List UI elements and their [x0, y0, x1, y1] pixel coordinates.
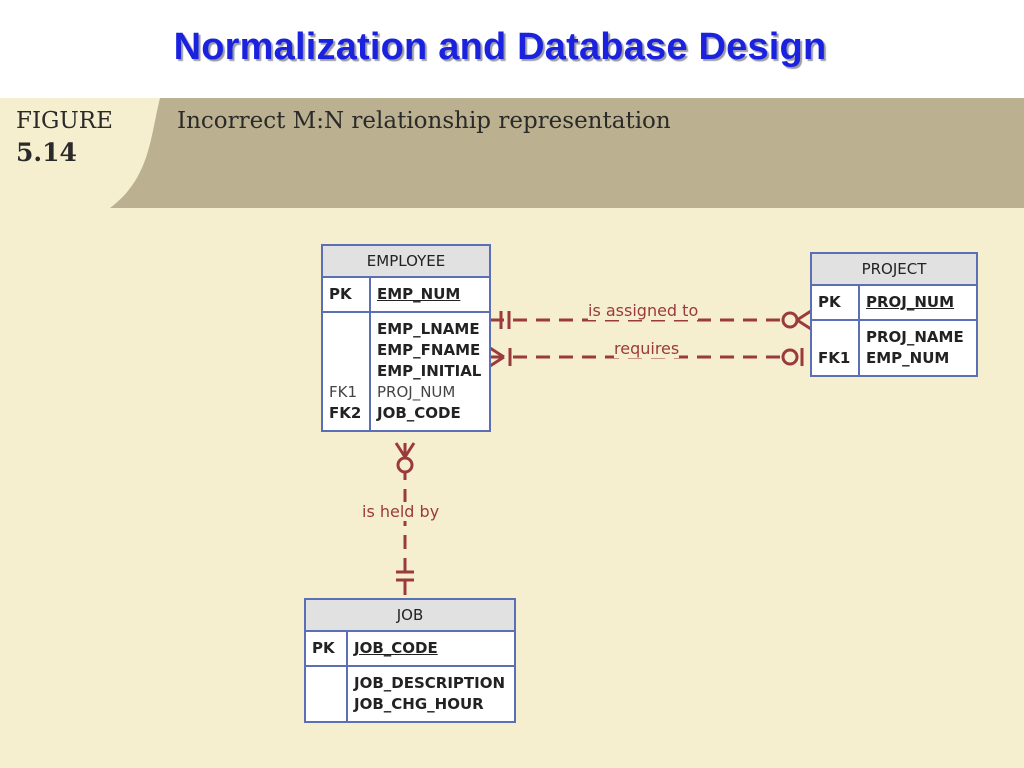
- entity-name: EMPLOYEE: [323, 246, 489, 278]
- attribute: JOB_DESCRIPTION: [354, 674, 506, 692]
- figure-caption: Incorrect M:N relationship representatio…: [177, 108, 671, 134]
- relationship-label-requires: requires: [614, 339, 680, 358]
- entity-pk-row: PK PROJ_NUM: [812, 286, 976, 321]
- attribute: PROJ_NUM: [377, 383, 456, 401]
- attribute: JOB_CODE: [377, 404, 461, 422]
- figure-label: FIGURE: [16, 108, 113, 134]
- entity-attr-row: FK1 FK2 EMP_LNAME EMP_FNAME EMP_INITIAL …: [323, 313, 489, 430]
- figure-label-tab: [0, 98, 160, 208]
- pk-attribute: PROJ_NUM: [866, 293, 955, 311]
- attribute: PROJ_NAME: [866, 328, 964, 346]
- relationship-label-held: is held by: [362, 502, 440, 521]
- fk-label: FK1: [329, 383, 358, 401]
- slide-title: Normalization and Database Design: [173, 26, 827, 68]
- fk-label: FK2: [329, 404, 362, 422]
- attribute: EMP_FNAME: [377, 341, 481, 359]
- pk-label: PK: [329, 285, 352, 303]
- figure-number: 5.14: [16, 138, 77, 167]
- fk-label: FK1: [818, 349, 851, 367]
- attribute: EMP_NUM: [866, 349, 950, 367]
- entity-employee: EMPLOYEE PK EMP_NUM FK1 FK2 EMP_LNAME EM…: [321, 244, 491, 432]
- entity-pk-row: PK EMP_NUM: [323, 278, 489, 313]
- attribute: EMP_LNAME: [377, 320, 480, 338]
- entity-name: PROJECT: [812, 254, 976, 286]
- entity-attr-row: JOB_DESCRIPTION JOB_CHG_HOUR: [306, 667, 514, 721]
- entity-pk-row: PK JOB_CODE: [306, 632, 514, 667]
- pk-attribute: JOB_CODE: [354, 639, 438, 657]
- pk-label: PK: [312, 639, 335, 657]
- entity-attr-row: FK1 PROJ_NAME EMP_NUM: [812, 321, 976, 375]
- attribute: JOB_CHG_HOUR: [354, 695, 484, 713]
- entity-project: PROJECT PK PROJ_NUM FK1 PROJ_NAME EMP_NU…: [810, 252, 978, 377]
- pk-label: PK: [818, 293, 841, 311]
- relationship-label-assigned: is assigned to: [588, 301, 699, 320]
- entity-name: JOB: [306, 600, 514, 632]
- figure-panel: FIGURE 5.14 Incorrect M:N relationship r…: [0, 98, 1024, 768]
- figure-header: FIGURE 5.14 Incorrect M:N relationship r…: [0, 98, 1024, 208]
- attribute: EMP_INITIAL: [377, 362, 482, 380]
- pk-attribute: EMP_NUM: [377, 285, 461, 303]
- entity-job: JOB PK JOB_CODE JOB_DESCRIPTION JOB_CHG_…: [304, 598, 516, 723]
